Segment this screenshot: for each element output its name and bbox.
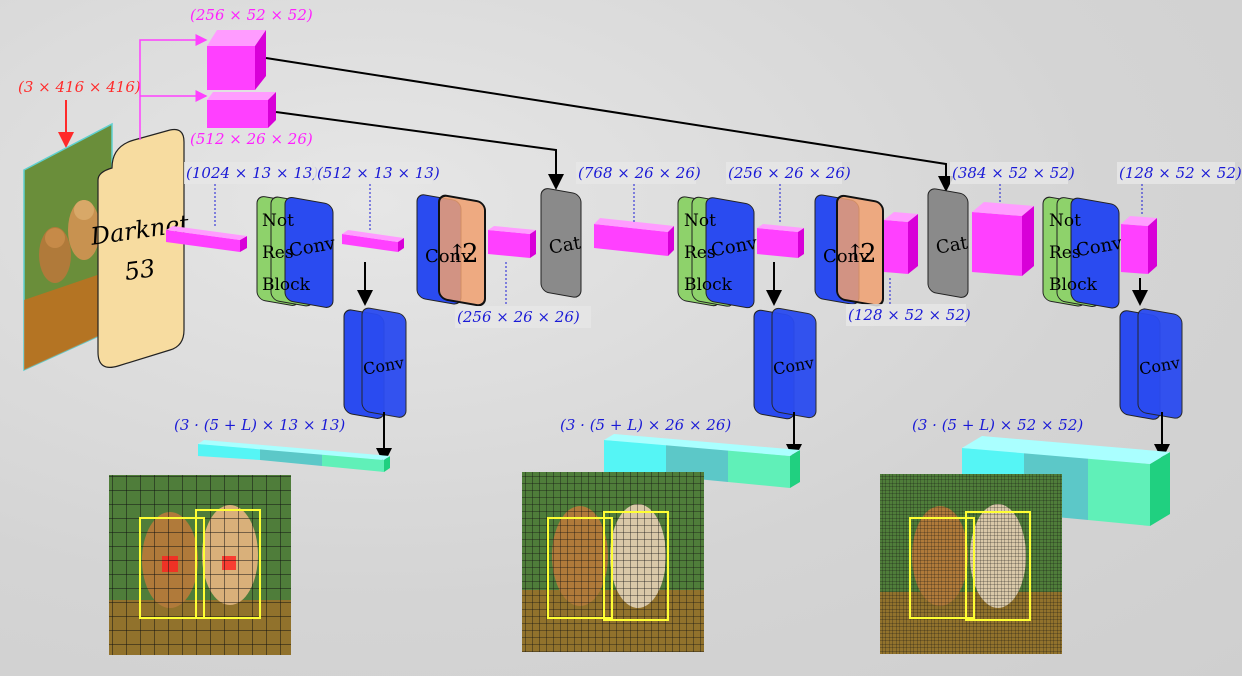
tensor-384-52 [972,202,1034,276]
head-label-26: (3 · (5 + L) × 26 × 26) [560,416,731,434]
res-block-stack-3 [1042,196,1120,309]
grid-image-26 [522,472,704,652]
output-tensor-26 [604,434,800,488]
res2-word-b: Res [684,243,716,263]
tensor-128-52-b [1121,216,1157,274]
head-label-13: (3 · (5 + L) × 13 × 13) [174,416,345,434]
scale3-out-label: (128 × 52 × 52) [1119,164,1242,182]
upsample-block-1 [416,194,486,307]
head-conv-1 [343,307,407,419]
skip-label-mid: (512 × 26 × 26) [190,130,313,148]
up1-conv: Conv [425,246,472,267]
head-conv-2 [753,307,817,420]
upsample-block-2 [814,194,884,307]
darknet-backbone: Darknet 53 [88,128,191,368]
up1-factor: 2 [462,239,479,269]
input-image [23,122,113,372]
out-label-13: (512 × 13 × 13) [317,164,440,182]
skip-tensor-26 [207,92,276,128]
skip-arrow-top [139,34,208,140]
skip-to-cat2-line [265,57,954,192]
skip-to-cat1-line [275,111,564,190]
skip-label-top: (256 × 52 × 52) [190,6,313,24]
cat-block-2 [927,188,969,298]
head-label-52: (3 · (5 + L) × 52 × 52) [912,416,1083,434]
up1-arrow-glyph: ↑ [448,241,466,266]
tensor-512-13 [342,230,404,252]
res1-word-a: Not [262,211,294,231]
cat2-out-label: (384 × 52 × 52) [952,164,1075,182]
tensor-128-52 [884,212,918,274]
skip-tensor-52 [207,30,266,90]
grid-image-52 [880,474,1062,654]
res3-word-b: Res [1049,243,1081,263]
res2-word-c: Block [684,275,733,295]
feat-label-bg [184,162,312,184]
res1-word-c: Block [262,275,311,295]
res3-word-c: Block [1049,275,1098,295]
up2-arrow-glyph: ↑ [846,241,864,266]
up2-conv: Conv [823,246,870,267]
feature-tensor-13 [166,226,247,252]
grid-image-13 [109,475,291,655]
res1-word-b: Res [262,243,294,263]
scale2-out-label: (256 × 26 × 26) [728,164,851,182]
res2-word-a: Not [684,211,716,231]
cat1-out-label: (768 × 26 × 26) [578,164,701,182]
head-conv-3 [1119,308,1183,420]
up2-out-label: (128 × 52 × 52) [848,306,971,324]
output-tensor-13 [198,440,390,472]
cat-block-1 [540,188,582,298]
res3-word-a: Not [1049,211,1081,231]
input-label: (3 × 416 × 416) [18,78,141,96]
tensor-768-26 [594,218,674,256]
res-block-stack-2 [677,196,755,309]
backbone-line2: 53 [123,254,157,286]
up2-factor: 2 [860,239,877,269]
res-block-stack-1 [256,196,334,308]
up1-out-label: (256 × 26 × 26) [457,308,580,326]
feat-label-13: (1024 × 13 × 13) [186,164,318,182]
tensor-256-26 [488,226,536,258]
tensor-256-26-b [757,224,804,258]
